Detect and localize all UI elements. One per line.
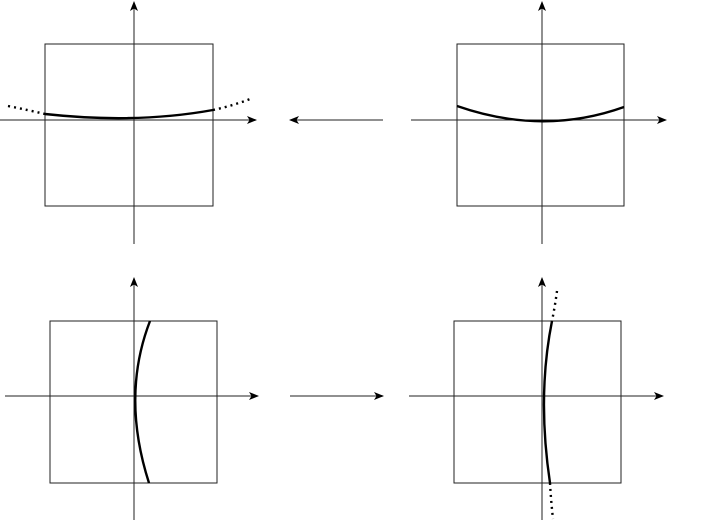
- dotted-extension-top: [550, 290, 559, 322]
- dotted-extension-right: [212, 97, 251, 112]
- panel-bottom-left: [5, 277, 259, 520]
- panel-top-right: [411, 1, 667, 244]
- sideways-parabola-curve: [134, 320, 152, 484]
- parabola-curve: [44, 108, 214, 120]
- panel-frame: [44, 43, 214, 207]
- panel-frame: [453, 320, 622, 484]
- sideways-parabola-curve: [542, 320, 554, 484]
- dotted-extension-bottom: [548, 482, 555, 520]
- panel-frame: [456, 43, 625, 207]
- panel-bottom-right: [409, 277, 664, 520]
- parabola-curve: [456, 104, 625, 123]
- panel-top-left: [0, 1, 257, 244]
- dotted-extension-left: [7, 104, 46, 116]
